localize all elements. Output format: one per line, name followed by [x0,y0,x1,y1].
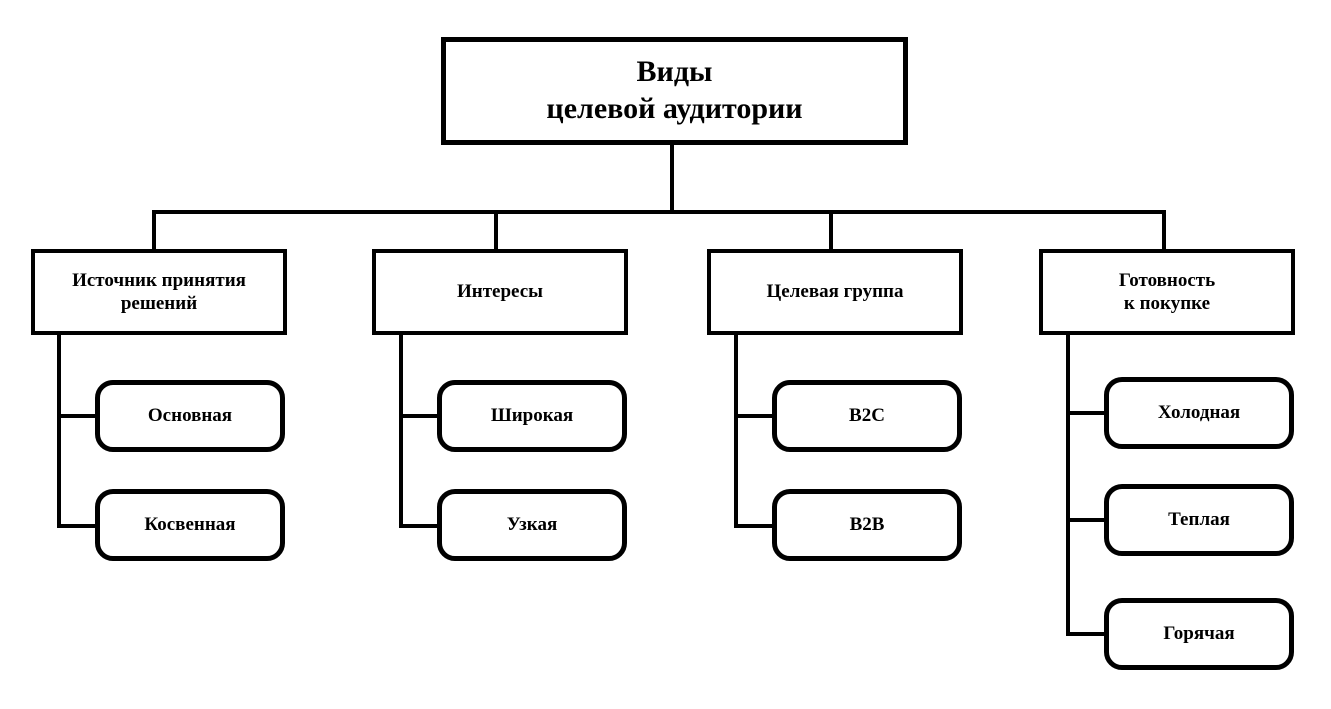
branch-node-label: Источник принятия решений [72,269,246,314]
connector-stub-2-1 [399,414,441,418]
connector-stub-3-2 [734,524,776,528]
connector-drop-branch-2 [494,210,498,249]
connector-stub-4-1 [1066,411,1108,415]
connector-stub-4-3 [1066,632,1108,636]
connector-drop-branch-4 [1162,210,1166,249]
connector-spine-group-4 [1066,333,1070,636]
root-node-types-of-target-audience[interactable]: Виды целевой аудитории [441,37,908,145]
leaf-node-b2c[interactable]: B2C [772,380,962,452]
branch-node-decision-source[interactable]: Источник принятия решений [31,249,287,335]
leaf-node-narrow[interactable]: Узкая [437,489,627,561]
leaf-node-b2b[interactable]: B2B [772,489,962,561]
leaf-node-broad[interactable]: Широкая [437,380,627,452]
connector-stub-2-2 [399,524,441,528]
branch-node-label: Готовность к покупке [1118,269,1216,314]
leaf-node-label: Узкая [506,514,558,536]
branch-node-interests[interactable]: Интересы [372,249,628,335]
leaf-node-label: Широкая [490,405,574,427]
leaf-node-label: Косвенная [144,514,236,536]
leaf-node-label: B2C [849,405,885,427]
branch-node-label: Целевая группа [766,281,904,303]
leaf-node-hot[interactable]: Горячая [1104,598,1294,670]
leaf-node-label: Основная [147,405,233,427]
leaf-node-warm[interactable]: Теплая [1104,484,1294,556]
connector-spine-group-2 [399,333,403,528]
root-node-label: Виды целевой аудитории [546,55,803,125]
connector-stub-3-1 [734,414,776,418]
connector-spine-group-1 [57,333,61,528]
connector-stub-4-2 [1066,518,1108,522]
leaf-node-label: Холодная [1157,402,1241,424]
connector-root-stem [670,144,674,214]
leaf-node-primary[interactable]: Основная [95,380,285,452]
leaf-node-label: B2B [849,514,885,536]
leaf-node-label: Теплая [1168,509,1230,531]
connector-drop-branch-3 [829,210,833,249]
connector-stub-1-1 [57,414,99,418]
leaf-node-indirect[interactable]: Косвенная [95,489,285,561]
connector-drop-branch-1 [152,210,156,249]
leaf-node-label: Горячая [1163,623,1235,645]
leaf-node-cold[interactable]: Холодная [1104,377,1294,449]
branch-node-purchase-readiness[interactable]: Готовность к покупке [1039,249,1295,335]
connector-spine-group-3 [734,333,738,528]
branch-node-label: Интересы [457,281,543,303]
connector-horizontal-bus [152,210,1166,214]
connector-stub-1-2 [57,524,99,528]
branch-node-target-group[interactable]: Целевая группа [707,249,963,335]
